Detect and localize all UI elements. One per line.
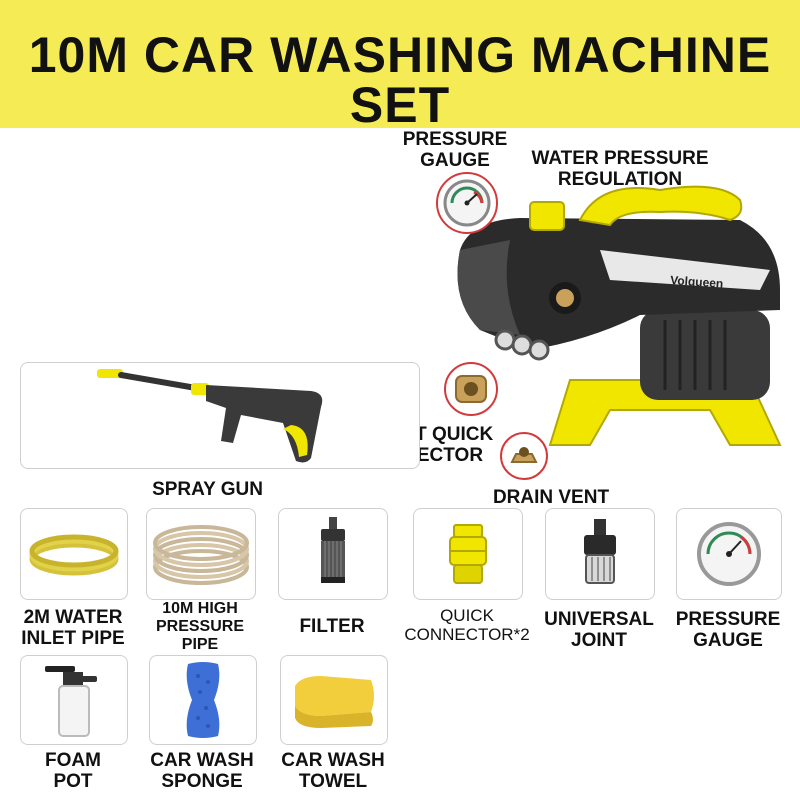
accessory-card-pressure-gauge <box>676 508 782 600</box>
pressure-gauge-icon <box>697 522 761 586</box>
drain-vent-callout <box>500 432 548 480</box>
accessory-card-foam-pot <box>20 655 128 745</box>
page-title: 10M CAR WASHING MACHINE SET <box>28 27 772 133</box>
callout-label-water-pressure-regulation: WATER PRESSURE REGULATION <box>531 148 709 191</box>
accessory-label-universal-joint: UNIVERSAL JOINT <box>544 609 654 652</box>
foam-pot-icon <box>45 666 97 737</box>
accessory-label-quick-connector: QUICK CONNECTOR*2 <box>404 606 530 645</box>
filter-icon <box>321 517 345 583</box>
accessory-card-towel <box>280 655 388 745</box>
coiled-pressure-hose-icon <box>153 525 249 585</box>
accessory-label-pressure-gauge: PRESSURE GAUGE <box>675 609 781 652</box>
accessory-label-foam-pot: FOAM POT <box>45 750 101 793</box>
title-banner: 10M CAR WASHING MACHINE SET <box>0 0 800 133</box>
outlet-connector-callout <box>444 362 498 416</box>
spray-gun-panel <box>20 362 420 469</box>
accessory-card-filter <box>278 508 388 600</box>
coiled-inlet-hose-icon <box>29 534 119 576</box>
accessory-card-inlet-pipe <box>20 508 128 600</box>
quick-connector-icon <box>449 524 487 584</box>
spray-gun-label: SPRAY GUN <box>152 479 263 500</box>
spray-gun-icon <box>97 369 323 463</box>
callout-label-drain-vent: DRAIN VENT <box>492 487 610 508</box>
accessory-label-filter: FILTER <box>299 616 365 637</box>
accessory-card-sponge <box>149 655 257 745</box>
accessory-card-quick-connector <box>413 508 523 600</box>
universal-joint-icon <box>584 519 616 584</box>
callout-label-pressure-gauge: PRESSURE GAUGE <box>402 129 508 172</box>
svg-text:Volqueen: Volqueen <box>670 273 724 291</box>
pressure-gauge-callout <box>436 172 498 234</box>
accessory-card-high-pressure-pipe <box>146 508 256 600</box>
pressure-washer-machine: Volqueen <box>440 180 800 460</box>
accessory-label-inlet-pipe: 2M WATER INLET PIPE <box>21 607 125 650</box>
accessory-label-sponge: CAR WASH SPONGE <box>150 750 254 793</box>
accessory-label-towel: CAR WASH TOWEL <box>281 750 385 793</box>
accessory-label-high-pressure-pipe: 10M HIGH PRESSURE PIPE <box>155 600 245 654</box>
accessory-card-universal-joint <box>545 508 655 600</box>
towel-icon <box>295 676 374 728</box>
sponge-icon <box>186 662 220 738</box>
